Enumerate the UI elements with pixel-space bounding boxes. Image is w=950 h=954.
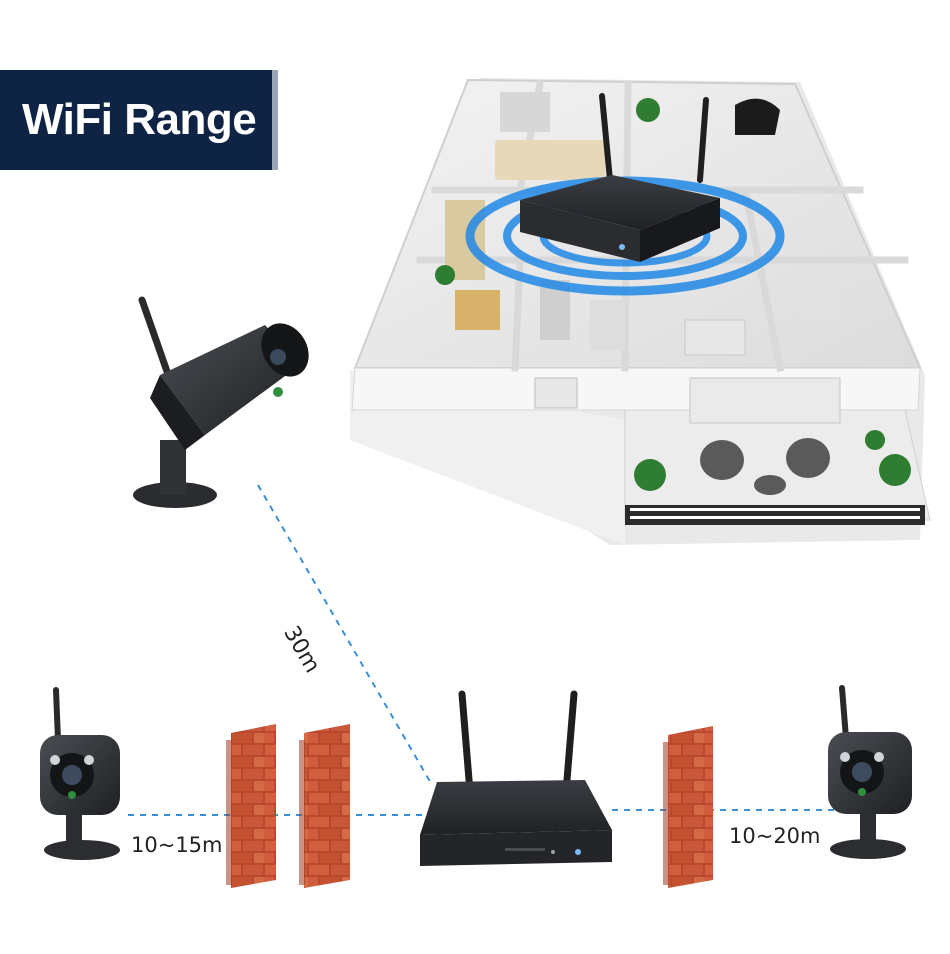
brick-wall-icon bbox=[226, 724, 713, 888]
nvr-recorder-icon bbox=[420, 690, 612, 866]
house-floorplan-icon bbox=[350, 78, 931, 545]
nvr-in-house-icon bbox=[520, 93, 720, 262]
title-banner: WiFi Range bbox=[0, 70, 278, 170]
left-bullet-camera-icon bbox=[40, 687, 120, 860]
distance-label-right: 10~20m bbox=[729, 824, 821, 848]
distance-label-left: 10~15m bbox=[131, 833, 223, 857]
top-bullet-camera-icon bbox=[133, 296, 309, 508]
right-bullet-camera-icon bbox=[828, 685, 912, 859]
page-title: WiFi Range bbox=[22, 95, 257, 144]
